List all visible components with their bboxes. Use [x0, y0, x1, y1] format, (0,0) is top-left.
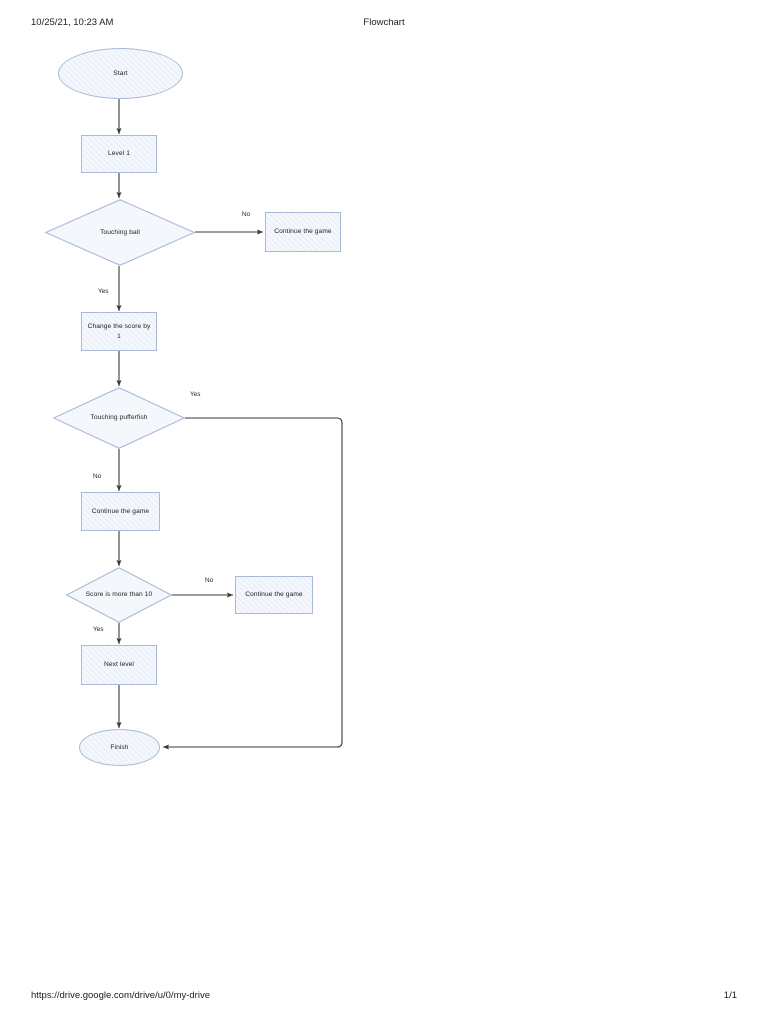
footer-page-number: 1/1	[723, 990, 737, 1001]
edge-label-touching-ball-no: No	[242, 211, 251, 218]
print-header: 10/25/21, 10:23 AM Flowchart	[0, 17, 768, 31]
node-continue-the-game-2-label: Continue the game	[91, 507, 150, 515]
node-score-is-more-than-10-label: Score is more than 10	[85, 591, 153, 599]
node-finish[interactable]: Finish	[79, 729, 160, 766]
footer-url: https://drive.google.com/drive/u/0/my-dr…	[31, 990, 210, 1001]
node-level-1-label: Level 1	[108, 150, 130, 158]
node-continue-the-game-3-label: Continue the game	[245, 591, 303, 599]
node-touching-ball-label: Touching ball	[100, 228, 140, 236]
header-date: 10/25/21, 10:23 AM	[31, 17, 114, 28]
node-change-the-score[interactable]: Change the score by 1	[81, 312, 157, 351]
node-next-level[interactable]: Next level	[81, 645, 157, 685]
edge-label-touching-ball-yes: Yes	[98, 288, 109, 295]
diamond-shape-icon	[53, 387, 185, 449]
header-title: Flowchart	[363, 17, 405, 28]
node-continue-the-game-2[interactable]: Continue the game	[81, 492, 160, 531]
edge-label-score-no: No	[205, 577, 214, 584]
node-touching-pufferfish-label: Touching pufferfish	[90, 414, 148, 422]
node-continue-the-game-1[interactable]: Continue the game	[265, 212, 341, 252]
edge-label-pufferfish-no: No	[93, 473, 102, 480]
node-score-is-more-than-10[interactable]: Score is more than 10	[66, 567, 172, 623]
edge-pufferfish-yes-to-finish	[162, 417, 343, 750]
node-continue-the-game-1-label: Continue the game	[274, 228, 332, 236]
diamond-shape-icon	[45, 199, 195, 266]
edge-label-score-yes: Yes	[93, 626, 104, 633]
node-start-label: Start	[113, 69, 128, 77]
node-finish-label: Finish	[110, 743, 129, 751]
print-footer: https://drive.google.com/drive/u/0/my-dr…	[0, 990, 768, 1004]
node-continue-the-game-3[interactable]: Continue the game	[235, 576, 313, 614]
node-touching-pufferfish[interactable]: Touching pufferfish	[53, 387, 185, 449]
edge-label-pufferfish-yes: Yes	[190, 391, 201, 398]
node-change-the-score-label: Change the score by 1	[87, 322, 151, 340]
node-next-level-label: Next level	[104, 661, 134, 669]
node-touching-ball[interactable]: Touching ball	[45, 199, 195, 266]
node-level-1[interactable]: Level 1	[81, 135, 157, 173]
diamond-shape-icon	[66, 567, 172, 623]
node-start[interactable]: Start	[58, 48, 183, 99]
